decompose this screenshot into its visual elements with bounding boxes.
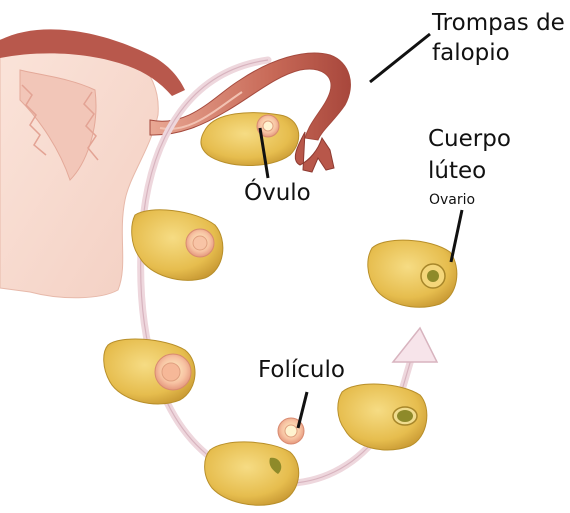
ovary-bottom: [205, 442, 299, 505]
ovary-left-upper: [132, 210, 223, 280]
label-corpus-line2: lúteo: [428, 158, 486, 185]
label-ovary: Ovario: [429, 192, 475, 208]
label-ovum: Óvulo: [244, 180, 311, 207]
label-tubes-line2: falopio: [432, 40, 510, 67]
ovary-bottom-right: [338, 384, 427, 450]
leader-tubes: [370, 34, 430, 82]
label-corpus-line1: Cuerpo: [428, 126, 511, 153]
label-follicle: Folículo: [258, 357, 345, 384]
leader-follicle: [298, 392, 307, 428]
leader-corpus: [451, 210, 462, 262]
ovary-corpus-luteum: [368, 240, 457, 307]
label-tubes-line1: Trompas de: [432, 10, 565, 37]
ovary-left-lower: [104, 339, 195, 404]
ovary-top: [201, 113, 299, 166]
